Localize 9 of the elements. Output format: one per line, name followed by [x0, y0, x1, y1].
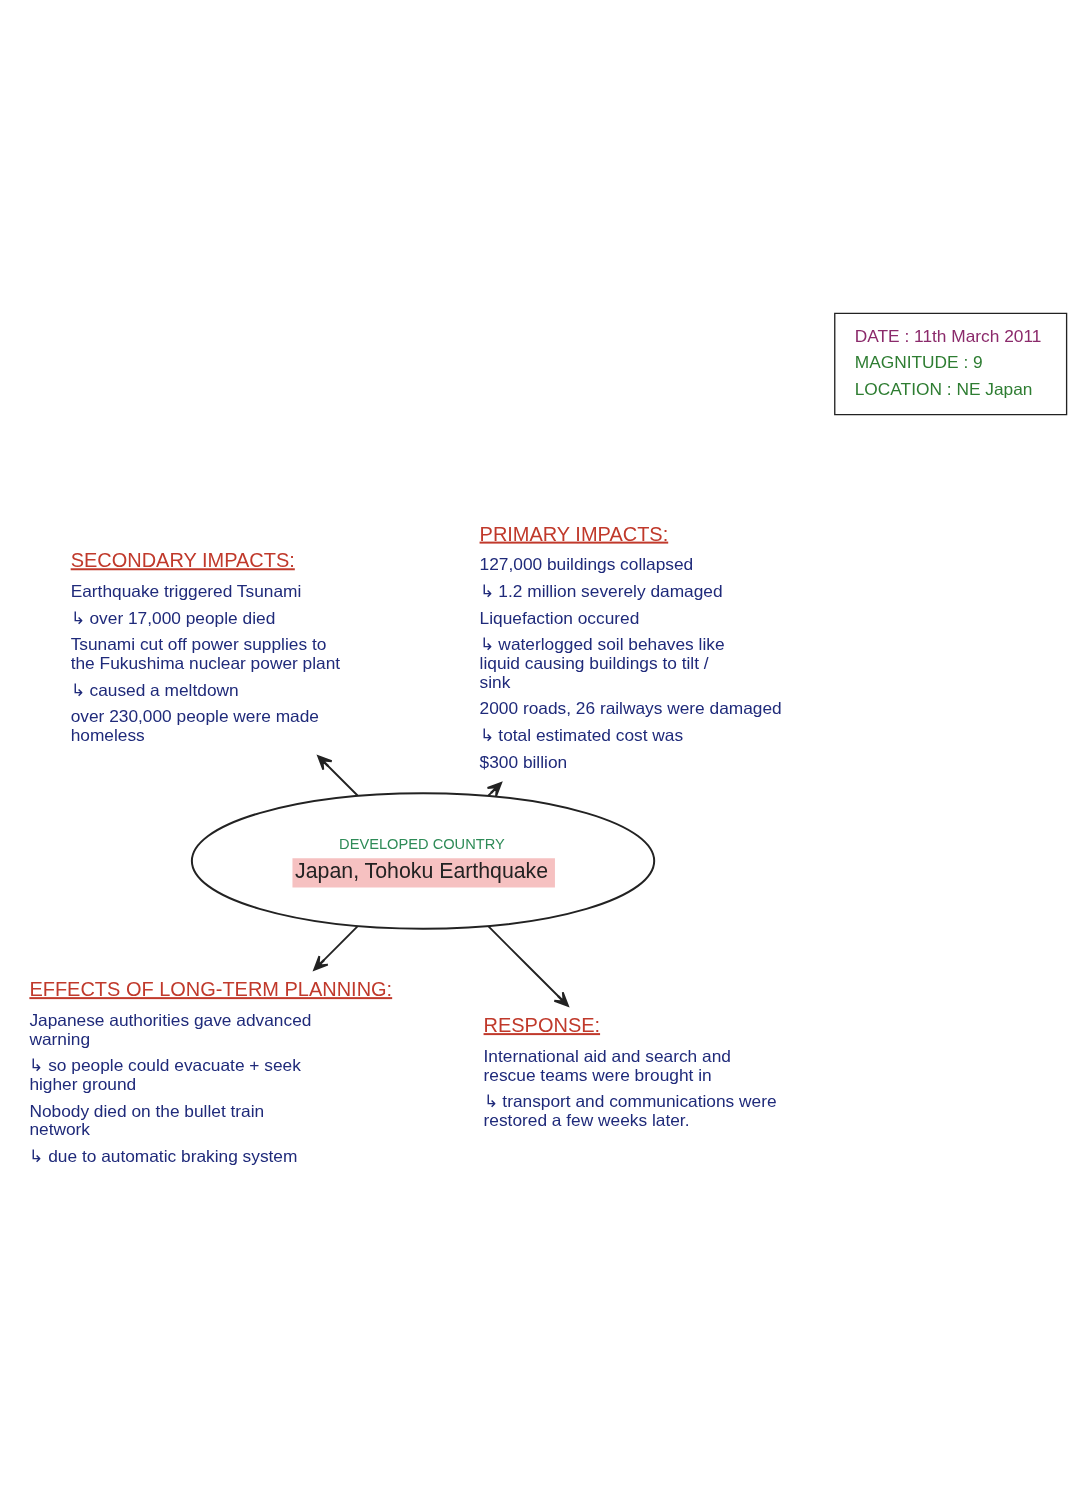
arrow: [486, 781, 503, 798]
arrow: [487, 925, 569, 1007]
node-text: SECONDARY IMPACTS: Earthquake triggered Tsunami ↳ over 17,000 people died Tsunami cut off power supplies to the Fukushima nuclear power plant ↳ caused a meltdown over 230,000 people were made homeless: [70, 549, 341, 746]
node-text: PRIMARY IMPACTS: 127,000 buildings collapsed ↳ 1.2 million severely damaged Liquefaction occured ↳ waterlogged soil behaves like liquid causing buildings to tilt / sink 2000 roads, 26 railways were damaged ↳ total estimated cost was $300 billion: [479, 522, 782, 772]
node-text: RESPONSE: International aid and search and rescue teams were brought in ↳ transport and communications were restored a few weeks later.: [483, 1014, 777, 1130]
node-text: EFFECTS OF LONG-TERM PLANNING: Japanese authorities gave advanced warning ↳ so people could evacuate + seek higher ground Nobody died on the bullet train network ↳ due to automatic braking system: [29, 978, 393, 1166]
arrow: [313, 925, 359, 971]
node-box: DATE : 11th March 2011 MAGNITUDE : 9 LOCATION : NE Japan: [834, 312, 1068, 416]
arrow: [317, 755, 359, 797]
